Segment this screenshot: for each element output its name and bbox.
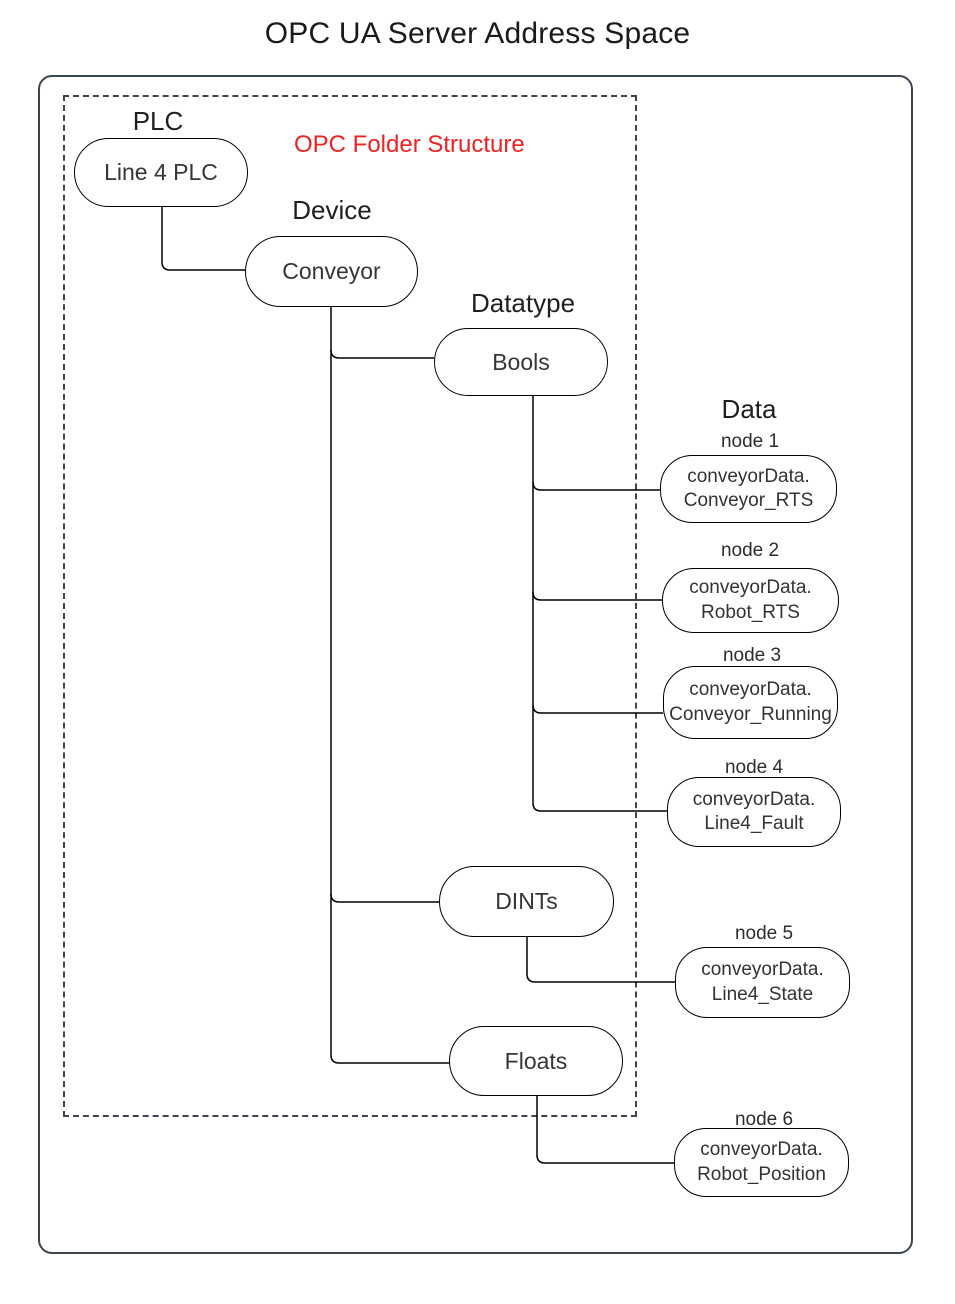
node4-line1: conveyorData. bbox=[692, 788, 816, 810]
data-node-robot-rts: conveyorData. Robot_RTS bbox=[662, 568, 839, 633]
data-node-conveyor-running: conveyorData. Conveyor_Running bbox=[663, 666, 838, 739]
edge-floats-to-node6 bbox=[536, 1096, 674, 1164]
level-label-device: Device bbox=[292, 195, 372, 225]
node1-line2: Conveyor_RTS bbox=[683, 490, 814, 511]
node5-line1: conveyorData. bbox=[701, 959, 824, 981]
node5-line2: Line4_State bbox=[711, 983, 814, 1005]
node1-label: node 1 bbox=[720, 431, 780, 452]
address-space-boundary bbox=[38, 75, 913, 1254]
data-node-robot-position: conveyorData. Robot_Position bbox=[674, 1128, 849, 1197]
edge-plc-to-conveyor bbox=[161, 207, 245, 271]
folder-structure-caption: OPC Folder Structure bbox=[294, 131, 525, 158]
node4-line2: Line4_Fault bbox=[704, 813, 804, 834]
node3-line1: conveyorData. bbox=[689, 679, 812, 701]
folder-node-line4-plc: Line 4 PLC bbox=[74, 138, 248, 207]
edge-conveyor-trunk bbox=[330, 307, 449, 1064]
node6-line1: conveyorData. bbox=[700, 1139, 823, 1161]
edge-bools-to-node2 bbox=[532, 591, 662, 601]
node3-line2: Conveyor_Running bbox=[669, 703, 832, 725]
node4-label: node 4 bbox=[724, 757, 784, 778]
node2-label: node 2 bbox=[720, 540, 780, 561]
folder-node-conveyor: Conveyor bbox=[245, 236, 418, 307]
level-label-plc: PLC bbox=[132, 106, 184, 136]
node5-label: node 5 bbox=[734, 923, 794, 944]
node2-line2: Robot_RTS bbox=[701, 601, 800, 623]
edge-dints-to-node5 bbox=[526, 937, 675, 983]
level-label-data: Data bbox=[721, 394, 777, 424]
node1-line1: conveyorData. bbox=[687, 465, 810, 487]
data-node-line4-state: conveyorData. Line4_State bbox=[675, 947, 850, 1018]
folder-structure-boundary bbox=[63, 95, 637, 1117]
diagram-title: OPC UA Server Address Space bbox=[264, 17, 691, 50]
edge-bools-trunk bbox=[532, 396, 667, 812]
node6-line2: Robot_Position bbox=[697, 1163, 826, 1185]
node6-label: node 6 bbox=[734, 1109, 794, 1130]
data-node-line4-fault: conveyorData. Line4_Fault bbox=[667, 777, 841, 847]
folder-node-dints: DINTs bbox=[439, 866, 614, 937]
folder-node-floats: Floats bbox=[449, 1026, 623, 1096]
edge-conveyor-to-dints bbox=[330, 893, 439, 903]
folder-node-bools: Bools bbox=[434, 328, 608, 396]
edge-conveyor-to-bools bbox=[330, 349, 434, 359]
node2-line1: conveyorData. bbox=[689, 577, 812, 599]
edge-bools-to-node1 bbox=[532, 481, 660, 491]
level-label-datatype: Datatype bbox=[470, 288, 576, 318]
data-node-conveyor-rts: conveyorData. Conveyor_RTS bbox=[660, 455, 837, 523]
node3-label: node 3 bbox=[722, 645, 782, 666]
edge-bools-to-node3 bbox=[532, 704, 663, 714]
